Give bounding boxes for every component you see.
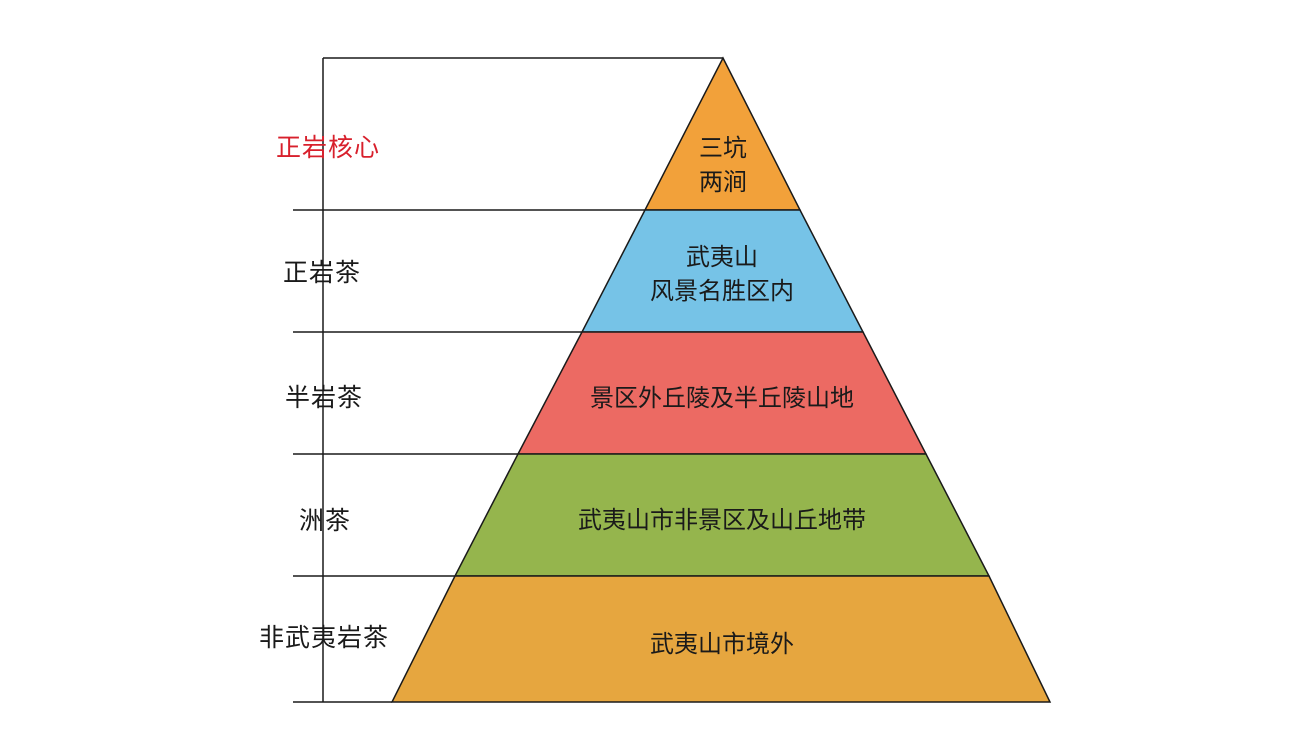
side-label-zhou: 洲茶 xyxy=(299,506,351,535)
tier-non-line-1: 武夷山市境外 xyxy=(650,630,794,658)
tier-zhengyan-line-2: 风景名胜区内 xyxy=(650,277,794,305)
tier-zhengyan-shape xyxy=(580,209,865,333)
tier-banyan-line-1: 景区外丘陵及半丘陵山地 xyxy=(590,384,854,412)
tier-zhengyan-line-1: 武夷山 xyxy=(686,243,758,271)
side-label-banyan: 半岩茶 xyxy=(285,383,363,412)
tier-core-line-1: 三坑 xyxy=(699,134,747,162)
tier-non-shape xyxy=(390,575,1052,703)
side-label-non: 非武夷岩茶 xyxy=(259,623,389,652)
side-label-zhengyan: 正岩茶 xyxy=(283,258,361,287)
tier-core-line-2: 两涧 xyxy=(699,168,747,196)
tier-zhou-line-1: 武夷山市非景区及山丘地带 xyxy=(578,506,866,534)
side-label-core: 正岩核心 xyxy=(276,133,380,162)
